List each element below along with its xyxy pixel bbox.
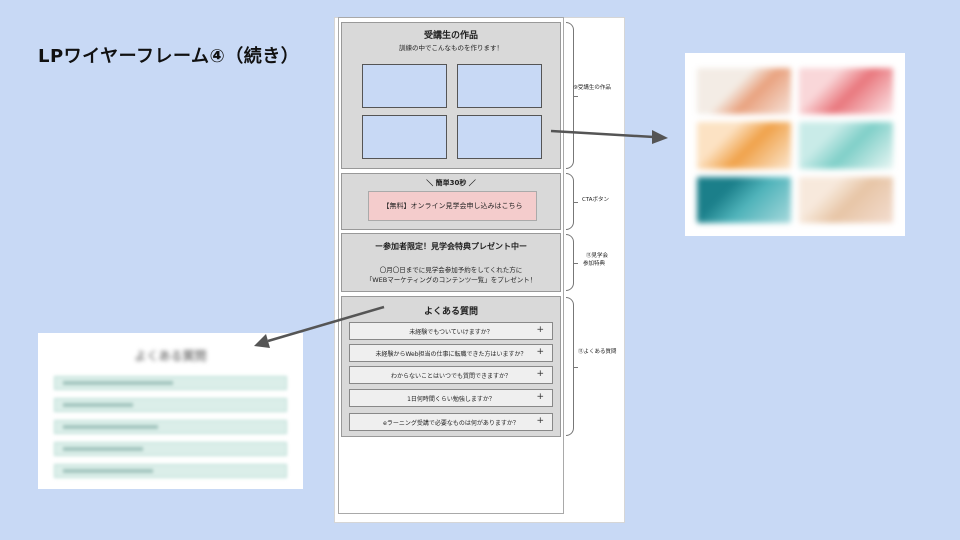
section-gift: ー参加者限定！見学会特典プレゼント中ー 〇月〇日までに見学会参加予約をしてくれた… [341, 233, 561, 292]
works-subtitle: 訓練の中でこんなものを作ります！ [399, 44, 503, 52]
preview-work-image [799, 122, 893, 169]
preview-work-image [799, 68, 893, 115]
note-gift-line2: 参加特典 [583, 261, 606, 267]
arrow-icon [550, 129, 668, 144]
faq-title: よくある質問 [423, 307, 478, 317]
preview-student-works [685, 53, 905, 236]
preview-faq-row [54, 442, 287, 456]
preview-faq-row [54, 398, 287, 412]
faq-question: eラーニング受講で必要なものは何がありますか？ [383, 419, 519, 427]
faq-question: わからないことはいつでも質問できますか？ [390, 372, 511, 380]
preview-faq-row [54, 464, 287, 478]
gift-text-line1: 〇月〇日までに見学会参加予約をしてくれた方に [379, 266, 523, 274]
works-title: 受講生の作品 [423, 31, 478, 41]
note-faq: ⑪よくある質問 [578, 349, 617, 355]
faq-question: 未経験でもついていけますか？ [409, 328, 493, 336]
works-thumbnail-4 [457, 115, 542, 159]
faq-item[interactable]: eラーニング受講で必要なものは何がありますか？ + [349, 413, 553, 431]
faq-item[interactable]: 未経験でもついていけますか？ + [349, 322, 553, 340]
preview-work-image [697, 68, 791, 115]
faq-item[interactable]: わからないことはいつでも質問できますか？ + [349, 366, 553, 384]
works-thumbnail-3 [362, 115, 447, 159]
note-cta: CTAボタン [582, 197, 610, 203]
plus-icon[interactable]: + [536, 369, 544, 379]
cta-tagline: ＼ 簡単30秒 ／ [426, 179, 476, 187]
faq-question: 未経験からWeb担当の仕事に転職できた方はいますか？ [375, 350, 527, 358]
plus-icon[interactable]: + [536, 392, 544, 402]
cta-button[interactable]: 【無料】オンライン見学会申し込みはこちら [368, 191, 537, 221]
faq-item[interactable]: 未経験からWeb担当の仕事に転職できた方はいますか？ + [349, 344, 553, 362]
section-student-works: 受講生の作品 訓練の中でこんなものを作ります！ [341, 22, 561, 169]
faq-item[interactable]: 1日何時間くらい勉強しますか？ + [349, 389, 553, 407]
plus-icon[interactable]: + [536, 325, 544, 335]
note-gift-line1: ⑪見学会 [586, 253, 609, 259]
plus-icon[interactable]: + [536, 416, 544, 426]
gift-title: ー参加者限定！見学会特典プレゼント中ー [375, 242, 527, 251]
arrow-icon [254, 305, 385, 348]
preview-work-image [697, 176, 791, 223]
plus-icon[interactable]: + [536, 347, 544, 357]
preview-work-image [799, 176, 893, 223]
works-thumbnail-1 [362, 64, 447, 108]
section-faq: よくある質問 未経験でもついていけますか？ + 未経験からWeb担当の仕事に転職… [341, 296, 561, 437]
section-cta: ＼ 簡単30秒 ／ 【無料】オンライン見学会申し込みはこちら [341, 173, 561, 230]
faq-question: 1日何時間くらい勉強しますか？ [407, 395, 495, 403]
preview-faq: よくある質問 [38, 333, 303, 489]
note-works: ⑨受講生の作品 [573, 85, 611, 91]
works-thumbnail-2 [457, 64, 542, 108]
preview-faq-row [54, 420, 287, 434]
slide-title: LPワイヤーフレーム④（続き） [38, 46, 300, 67]
preview-work-image [697, 122, 791, 169]
gift-text-line2: 「WEBマーケティングのコンテンツ一覧」をプレゼント！ [365, 276, 537, 284]
preview-faq-row [54, 376, 287, 390]
preview-faq-title: よくある質問 [134, 349, 207, 363]
